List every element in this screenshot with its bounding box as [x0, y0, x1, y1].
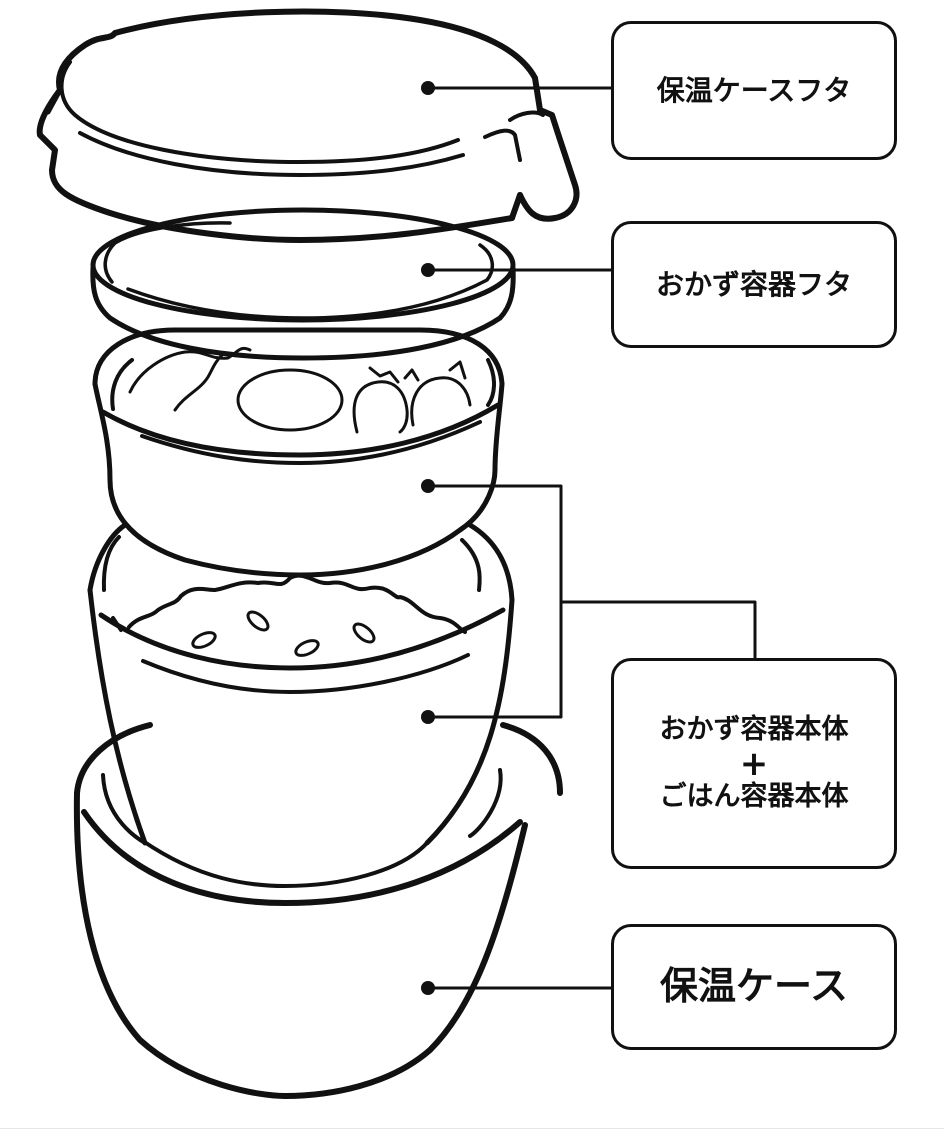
rice-container-body [87, 522, 515, 846]
side-dish-lid-illustration [90, 207, 516, 361]
leader-lines [428, 86, 757, 990]
pointer-dot-side-dish-lid [421, 263, 435, 277]
side-dish-container-body [92, 327, 505, 578]
leader-dots [421, 81, 435, 995]
plus-sign: + [739, 743, 769, 784]
bottom-divider [0, 1128, 944, 1129]
pointer-dot-case-lid [421, 81, 435, 95]
label-containers: おかず容器本体 + ごはん容器本体 [611, 658, 897, 869]
leader-bracket-containers [428, 484, 563, 719]
label-text-rice-body: ごはん容器本体 [659, 780, 849, 812]
label-text: 保温ケースフタ [656, 73, 852, 107]
label-case-lid: 保温ケースフタ [611, 21, 897, 160]
pointer-dot-side-dish-body [421, 479, 435, 493]
label-text: 保温ケース [659, 964, 849, 1009]
label-case-body: 保温ケース [611, 924, 897, 1050]
insulated-case-body [73, 722, 563, 1099]
label-text-side-dish-body: おかず容器本体 [659, 714, 849, 746]
label-side-dish-lid: おかず容器フタ [611, 221, 897, 348]
insulated-case-lid-illustration [36, 8, 580, 243]
leader-line-containers [561, 600, 757, 660]
label-text: おかず容器フタ [655, 267, 852, 301]
pointer-dot-rice-body [421, 710, 435, 724]
pointer-dot-case-body [421, 981, 435, 995]
